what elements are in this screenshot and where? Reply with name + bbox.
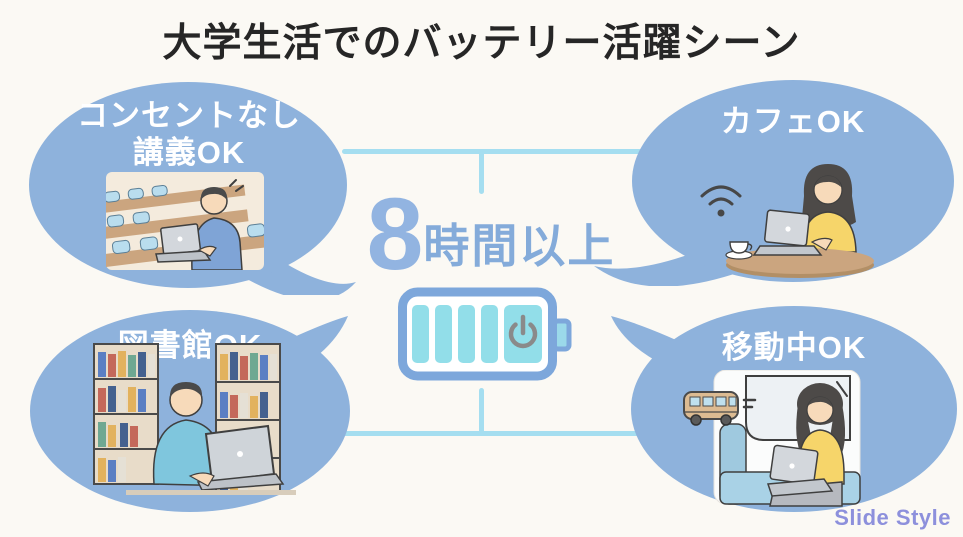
bubble-transit: 移動中OK (594, 304, 963, 519)
page-title: 大学生活でのバッテリー活躍シーン (162, 22, 801, 65)
typing-hand (197, 245, 217, 257)
typing-hand (188, 472, 215, 487)
battery-icon (398, 287, 572, 381)
bubble-cafe-label: カフェOK (720, 104, 866, 139)
battery-bar (412, 305, 429, 363)
speech-bubble-shape (594, 80, 954, 286)
bubble-cafe: カフェOK (588, 78, 958, 286)
connector-bottom-horizontal (342, 431, 644, 436)
laptop-icon (766, 444, 834, 497)
typing-hand (810, 237, 833, 251)
bubble-lecture-label: コンセントなし 講義OK (77, 98, 301, 170)
cafe-illustration (700, 164, 874, 278)
bus-icon (683, 391, 757, 426)
wifi-icon (700, 185, 742, 217)
battery-bar (458, 305, 475, 363)
bubble-transit-label: 移動中OK (721, 330, 867, 365)
connector-bottom-vertical (479, 388, 484, 434)
duration-number: 8 (366, 176, 424, 291)
connector-top-vertical (479, 151, 484, 194)
laptop-icon (752, 209, 833, 256)
battery-bar (481, 305, 498, 363)
excitement-marks (229, 179, 244, 192)
bus-ride-illustration (683, 370, 861, 507)
battery-bar (435, 305, 452, 363)
coffee-cup-icon (725, 241, 753, 260)
watermark: Slide Style (834, 505, 951, 530)
laptop-icon (188, 424, 285, 491)
library-illustration (93, 343, 296, 495)
bubble-lecture: コンセントなし 講義OK (24, 80, 364, 295)
connector-top-horizontal (342, 149, 642, 154)
laptop-icon (155, 223, 217, 263)
bubble-library: 図書館OK (24, 308, 369, 518)
duration-unit: 時間以上 (423, 220, 616, 272)
desk-surface (126, 490, 296, 495)
lecture-hall-illustration (106, 172, 264, 270)
bookshelf-icon-left (93, 343, 159, 485)
power-icon (508, 314, 538, 349)
battery-duration: 8 時間以上 (360, 176, 622, 291)
motion-lines (742, 398, 757, 409)
